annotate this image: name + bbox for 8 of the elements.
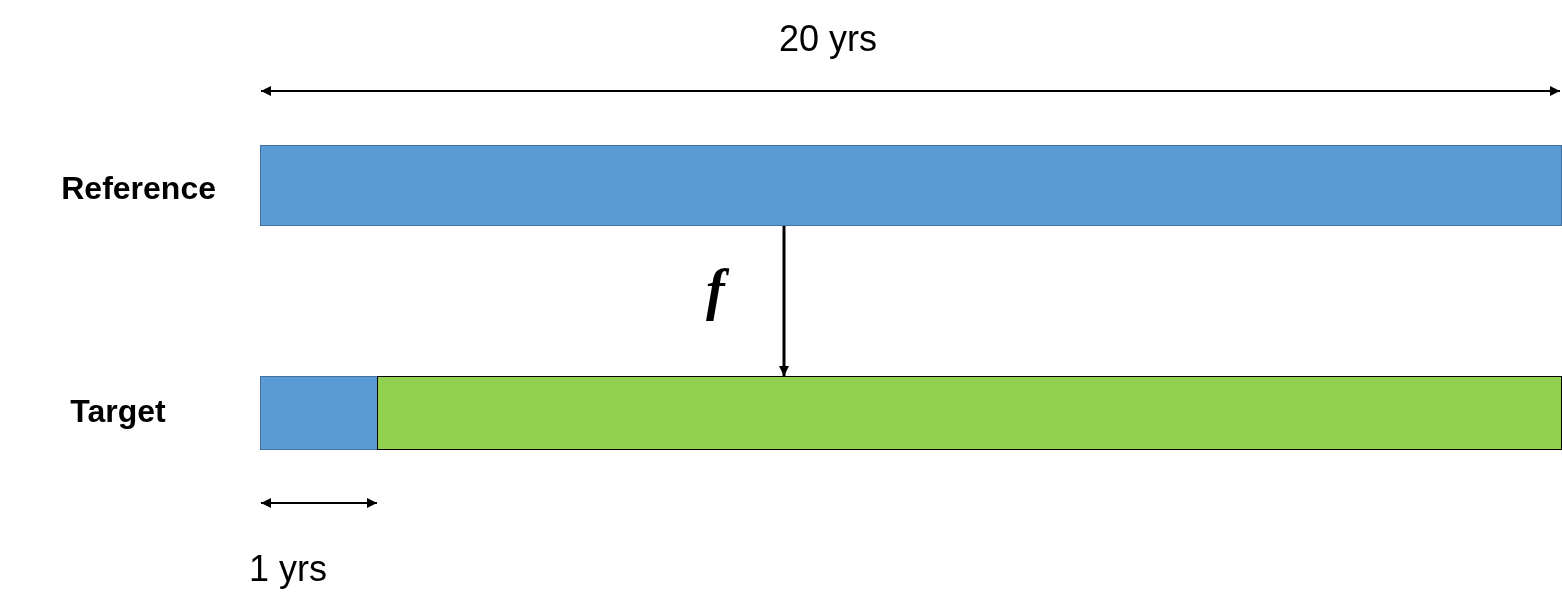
arrow: [779, 226, 789, 376]
timeline-bar: [260, 145, 1562, 226]
timeline-bar: [260, 376, 378, 450]
dimension-label: 20 yrs: [779, 18, 878, 60]
row-label: Reference: [60, 170, 216, 207]
row-label: Target: [69, 393, 167, 430]
timeline-bar: [377, 376, 1562, 450]
dimension-label: 1 yrs: [249, 548, 327, 590]
